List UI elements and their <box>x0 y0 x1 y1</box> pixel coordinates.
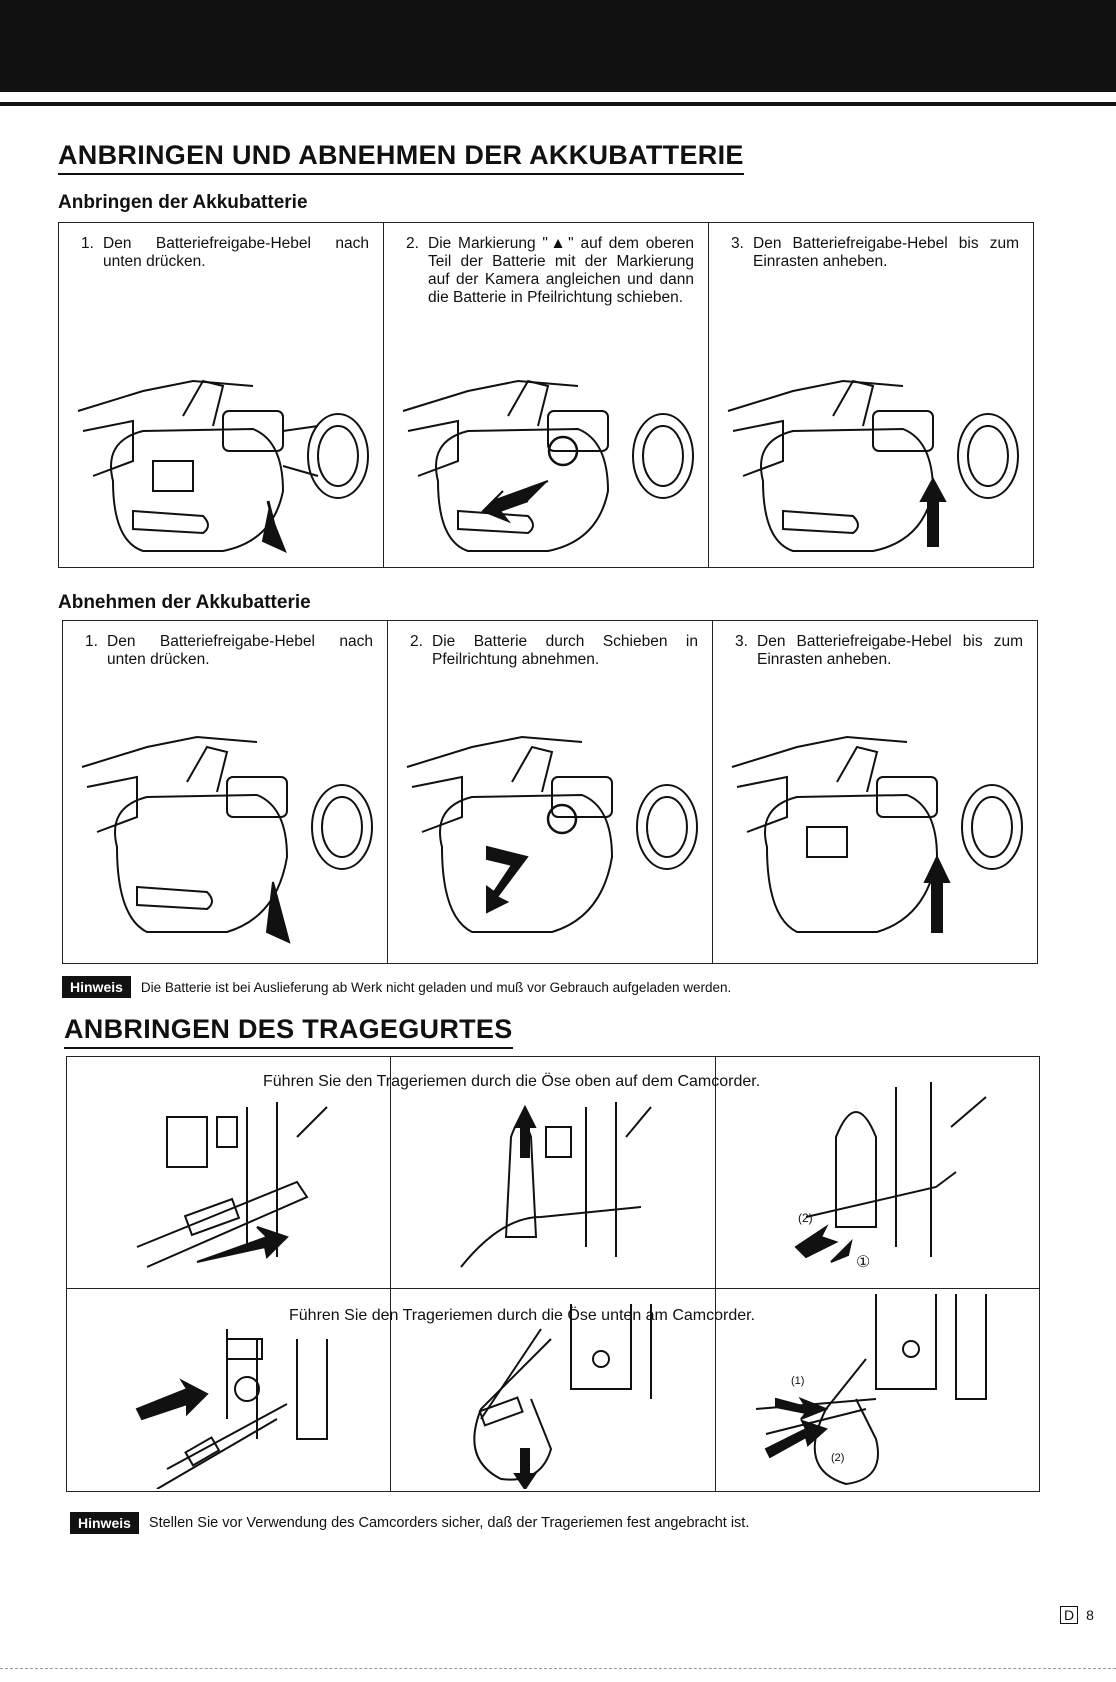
strap-top-caption: Führen Sie den Trageriemen durch die Öse… <box>263 1073 761 1090</box>
camcorder-illustration <box>73 707 381 957</box>
strap-illustration <box>135 1329 328 1489</box>
camcorder-illustration <box>394 351 702 561</box>
strap-bottom-step-3: (1) (2) <box>716 1289 1039 1491</box>
strap-illustration <box>136 1102 328 1268</box>
attach-step-2: 2. Die Markierung "▲" auf dem oberen Teil… <box>384 223 709 567</box>
camcorder-illustration <box>398 707 706 957</box>
strap-bottom-caption: Führen Sie den Trageriemen durch die Öse… <box>289 1307 756 1324</box>
step-number: 1. <box>85 633 98 650</box>
footer-rule <box>0 1668 1116 1669</box>
strap-illustration: (1) (2) <box>755 1294 987 1486</box>
strap-top-step-1 <box>67 1057 392 1288</box>
remove-steps-grid: 1. Den Batteriefreigabe-Hebel nach unten … <box>62 620 1038 964</box>
marker-one-b: (1) <box>791 1375 804 1387</box>
remove-step-3: 3. Den Batteriefreigabe-Hebel bis zum Ein… <box>713 621 1037 963</box>
strap-note-text: Stellen Sie vor Verwendung des Camcorder… <box>148 1515 750 1531</box>
strap-row-bottom: (1) (2) <box>67 1289 1039 1491</box>
strap-illustration: (2) ① <box>794 1082 987 1271</box>
battery-note: Hinweis Die Batterie ist bei Auslieferun… <box>62 976 731 998</box>
step-number: 2. <box>410 633 423 650</box>
step-number: 3. <box>735 633 748 650</box>
remove-step-1: 1. Den Batteriefreigabe-Hebel nach unten … <box>63 621 388 963</box>
camcorder-illustration <box>69 351 377 561</box>
strap-illustration <box>473 1304 653 1489</box>
header-rule <box>0 102 1116 106</box>
step-text: Den Batteriefreigabe-Hebel nach unten dr… <box>103 235 369 270</box>
step-number: 3. <box>731 235 744 252</box>
strap-top-step-3: (2) ① <box>716 1057 1039 1288</box>
strap-row-top: (2) ① <box>67 1057 1039 1289</box>
marker-two: (2) <box>798 1211 813 1225</box>
strap-illustration <box>460 1102 653 1268</box>
strap-steps-grid: Führen Sie den Trageriemen durch die Öse… <box>66 1056 1040 1492</box>
note-badge: Hinweis <box>70 1512 139 1534</box>
attach-step-1: 1. Den Batteriefreigabe-Hebel nach unten … <box>59 223 384 567</box>
step-number: 1. <box>81 235 94 252</box>
page-number: D 8 <box>1060 1606 1094 1624</box>
attach-step-3: 3. Den Batteriefreigabe-Hebel bis zum Ein… <box>709 223 1033 567</box>
marker-one: ① <box>856 1254 870 1271</box>
page-number-value: 8 <box>1086 1607 1094 1623</box>
language-code: D <box>1060 1606 1079 1624</box>
strap-bottom-step-1 <box>67 1289 392 1491</box>
strap-section-title: ANBRINGEN DES TRAGEGURTES <box>64 1014 513 1049</box>
step-text: Den Batteriefreigabe-Hebel bis zum Einra… <box>757 633 1023 668</box>
step-text: Die Markierung "▲" auf dem oberen Teil d… <box>428 235 694 306</box>
strap-note: Hinweis Stellen Sie vor Verwendung des C… <box>70 1512 749 1534</box>
remove-subtitle: Abnehmen der Akkubatterie <box>58 592 311 613</box>
note-badge: Hinweis <box>62 976 131 998</box>
battery-section-title: ANBRINGEN UND ABNEHMEN DER AKKUBATTERIE <box>58 140 744 175</box>
strap-bottom-step-2 <box>391 1289 716 1491</box>
step-number: 2. <box>406 235 419 252</box>
step-text: Den Batteriefreigabe-Hebel bis zum Einra… <box>753 235 1019 270</box>
camcorder-illustration <box>723 707 1031 957</box>
step-text: Den Batteriefreigabe-Hebel nach unten dr… <box>107 633 373 668</box>
header-black-bar <box>0 0 1116 92</box>
marker-two-b: (2) <box>831 1452 844 1464</box>
strap-top-step-2 <box>391 1057 716 1288</box>
attach-subtitle: Anbringen der Akkubatterie <box>58 192 308 213</box>
camcorder-illustration <box>719 351 1027 561</box>
battery-note-text: Die Batterie ist bei Auslieferung ab Wer… <box>140 979 732 995</box>
attach-steps-grid: 1. Den Batteriefreigabe-Hebel nach unten … <box>58 222 1034 568</box>
remove-step-2: 2. Die Batterie durch Schieben in Pfeilri… <box>388 621 713 963</box>
step-text: Die Batterie durch Schieben in Pfeilrich… <box>432 633 698 668</box>
